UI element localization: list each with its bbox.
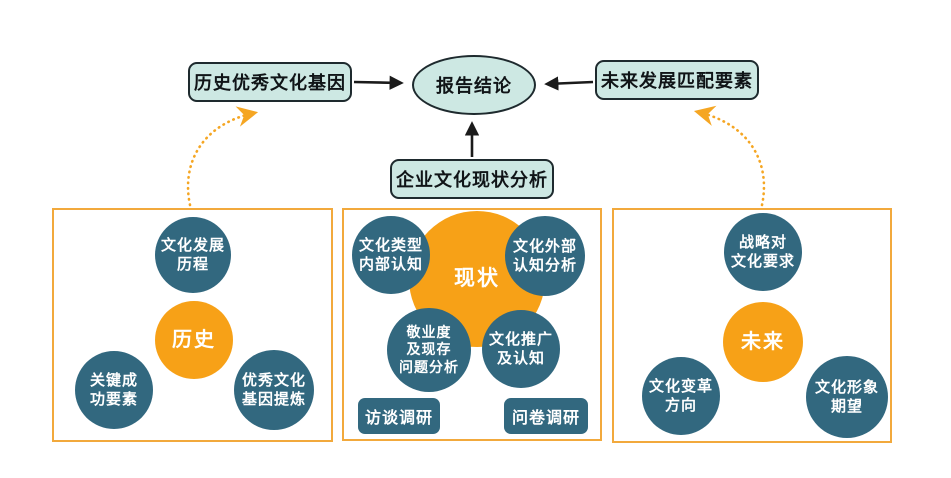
- dotted-arrow-history-to-leftbox: [186, 106, 259, 207]
- box-future-elements: 未来发展匹配要素: [595, 60, 759, 100]
- circle-external-culture-analysis: 文化外部 认知分析: [505, 216, 585, 296]
- arrow-rightbox-to-conclusion: [544, 76, 594, 91]
- circle-culture-change-direction: 文化变革 方向: [642, 357, 720, 435]
- tag-interview-research: 访谈调研: [358, 398, 440, 434]
- circle-engagement-problems: 敬业度 及现存 问题分析: [387, 308, 471, 392]
- circle-internal-culture-type: 文化类型 内部认知: [352, 216, 430, 294]
- circle-excellent-gene-refining: 优秀文化 基因提炼: [234, 350, 314, 430]
- dotted-arrow-future-to-rightbox: [693, 105, 766, 207]
- arrow-leftbox-to-conclusion: [353, 75, 404, 90]
- circle-strategy-requirements: 战略对 文化要求: [724, 213, 802, 291]
- box-history-genes: 历史优秀文化基因: [188, 62, 352, 102]
- circle-future-center: 未来: [723, 302, 803, 382]
- circle-history-development: 文化发展 历程: [155, 217, 231, 293]
- ellipse-report-conclusion: 报告结论: [412, 55, 536, 115]
- circle-culture-promotion: 文化推广 及认知: [482, 310, 560, 388]
- circle-key-success-factors: 关键成 功要素: [75, 351, 153, 429]
- box-culture-status-analysis: 企业文化现状分析: [390, 159, 554, 199]
- circle-history-center: 历史: [155, 301, 233, 379]
- tag-questionnaire-research: 问卷调研: [504, 398, 588, 434]
- circle-culture-image-expectation: 文化形象 期望: [806, 356, 888, 438]
